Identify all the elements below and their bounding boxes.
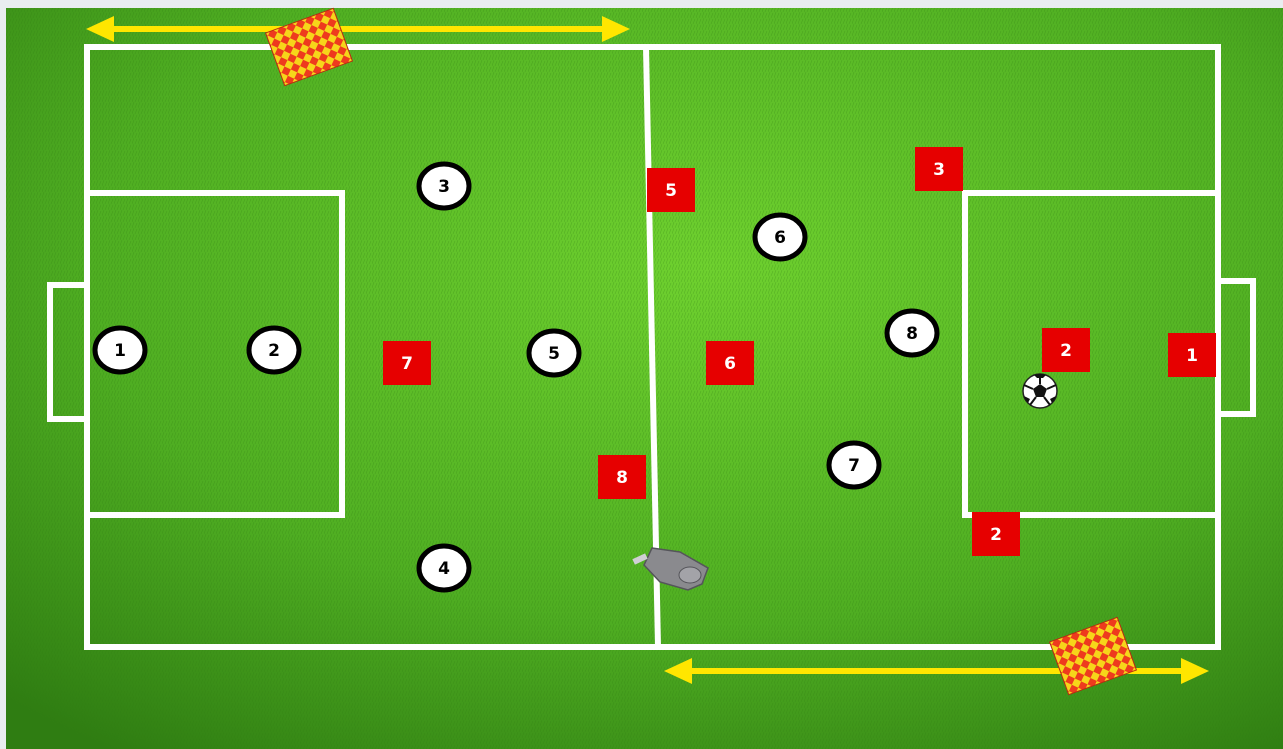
player-square-6: 6 bbox=[706, 341, 754, 385]
soccer-ball-icon bbox=[1023, 374, 1057, 408]
player-circle-label: 2 bbox=[268, 341, 280, 361]
player-square-label: 6 bbox=[724, 354, 736, 374]
player-circle-2: 2 bbox=[249, 328, 299, 372]
player-circle-5: 5 bbox=[529, 331, 579, 375]
player-circle-7: 7 bbox=[829, 443, 879, 487]
player-circle-label: 3 bbox=[438, 177, 450, 197]
player-square-label: 1 bbox=[1186, 346, 1198, 366]
player-circle-label: 8 bbox=[906, 324, 918, 344]
player-square-2: 2 bbox=[972, 512, 1020, 556]
player-square-label: 8 bbox=[616, 468, 628, 488]
player-square-label: 7 bbox=[401, 354, 413, 374]
player-circle-label: 5 bbox=[548, 344, 560, 364]
player-square-label: 5 bbox=[665, 181, 677, 201]
player-circle-label: 7 bbox=[848, 456, 860, 476]
player-circle-4: 4 bbox=[419, 546, 469, 590]
player-square-label: 3 bbox=[933, 160, 945, 180]
player-circle-label: 4 bbox=[438, 559, 450, 579]
player-square-2: 2 bbox=[1042, 328, 1090, 372]
player-square-3: 3 bbox=[915, 147, 963, 191]
player-circle-6: 6 bbox=[755, 215, 805, 259]
player-circle-label: 6 bbox=[774, 228, 786, 248]
player-circle-3: 3 bbox=[419, 164, 469, 208]
player-square-1: 1 bbox=[1168, 333, 1216, 377]
player-square-label: 2 bbox=[990, 525, 1002, 545]
player-square-7: 7 bbox=[383, 341, 431, 385]
player-square-8: 8 bbox=[598, 455, 646, 499]
player-circle-1: 1 bbox=[95, 328, 145, 372]
player-circle-8: 8 bbox=[887, 311, 937, 355]
player-circle-label: 1 bbox=[114, 341, 126, 361]
player-square-label: 2 bbox=[1060, 341, 1072, 361]
player-square-5: 5 bbox=[647, 168, 695, 212]
